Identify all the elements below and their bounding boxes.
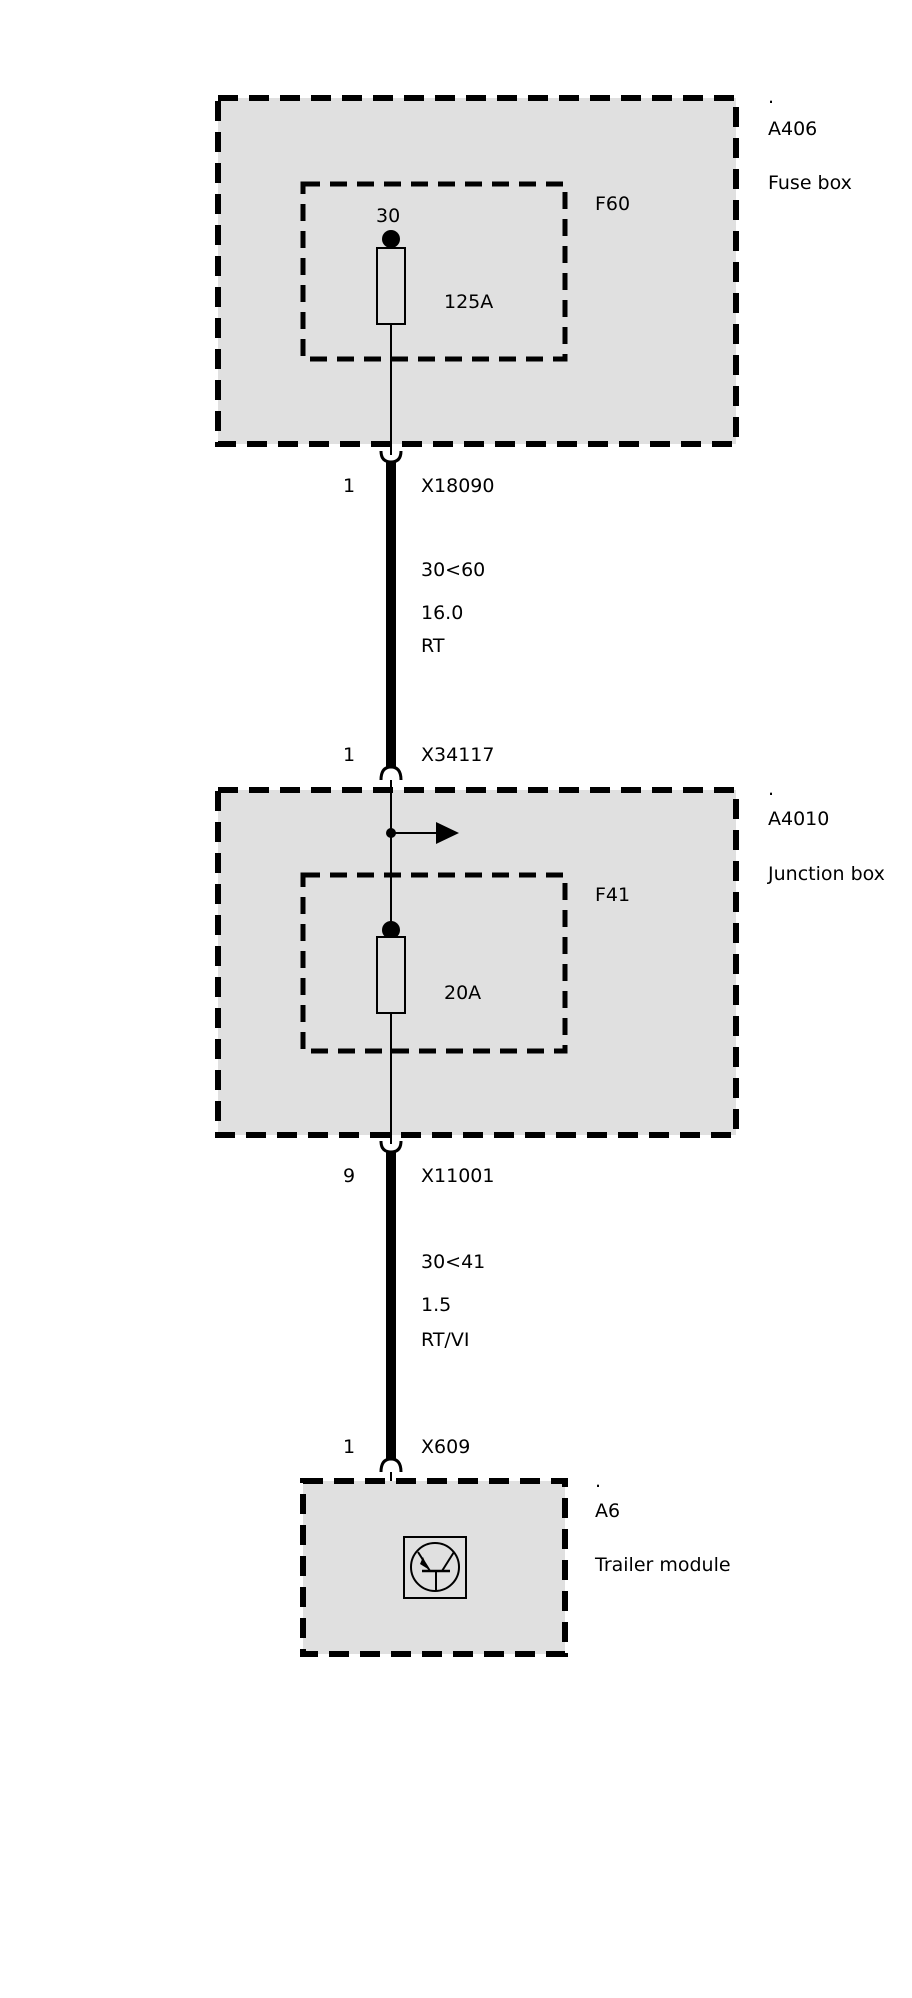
connector-x11001-id: X11001 xyxy=(421,1165,494,1187)
junction-box-dot: . xyxy=(768,778,774,800)
fuse-f60-terminal: 30 xyxy=(376,205,400,227)
trailer-module-dot: . xyxy=(595,1470,601,1492)
fuse-box-dot: . xyxy=(768,86,774,108)
connector-x34117-symbol xyxy=(379,765,403,781)
junction-box-name: Junction box xyxy=(767,863,885,885)
wire-1-circuit: 30<60 xyxy=(421,559,485,581)
fuse-box-a406: . A406 Fuse box F60 30 125A xyxy=(215,86,852,447)
wire-1-color: RT xyxy=(421,635,445,657)
connector-x34117-id: X34117 xyxy=(421,744,494,766)
connector-x609-symbol xyxy=(379,1457,403,1473)
fuse-f41-rating: 20A xyxy=(444,982,481,1004)
wire-2-size: 1.5 xyxy=(421,1294,451,1316)
junction-box-outline xyxy=(215,787,739,1138)
junction-box-a4010: . A4010 Junction box F41 20A xyxy=(215,778,885,1138)
fuse-f41-id: F41 xyxy=(595,884,630,906)
wire-2-color: RT/VI xyxy=(421,1329,469,1351)
fuse-f60-symbol xyxy=(376,247,406,325)
fuse-f60-id: F60 xyxy=(595,193,630,215)
arrow-right-icon xyxy=(436,822,459,844)
connector-x18090-pin: 1 xyxy=(343,475,355,497)
fuse-f60-rating: 125A xyxy=(444,291,493,313)
wire-1-size: 16.0 xyxy=(421,602,463,624)
connector-x609-pin: 1 xyxy=(343,1436,355,1458)
trailer-module-outline xyxy=(300,1478,568,1657)
fuse-f41-outline xyxy=(300,872,568,1054)
transistor-icon xyxy=(403,1536,467,1599)
fuse-f60-outline xyxy=(300,181,568,362)
wire-2-circuit: 30<41 xyxy=(421,1251,485,1273)
junction-box-id: A4010 xyxy=(768,808,829,830)
connector-x34117-pin: 1 xyxy=(343,744,355,766)
fuse-box-outline xyxy=(215,95,739,447)
connector-x609-id: X609 xyxy=(421,1436,470,1458)
terminal-dot xyxy=(382,921,400,939)
fuse-f41-symbol xyxy=(376,936,406,1014)
trailer-module-id: A6 xyxy=(595,1500,620,1522)
trailer-module-a6: . A6 Trailer module xyxy=(300,1470,731,1657)
fuse-box-id: A406 xyxy=(768,118,817,140)
fuse-box-name: Fuse box xyxy=(768,172,852,194)
connector-x11001-pin: 9 xyxy=(343,1165,355,1187)
trailer-module-name: Trailer module xyxy=(594,1554,731,1576)
connector-x18090-id: X18090 xyxy=(421,475,494,497)
